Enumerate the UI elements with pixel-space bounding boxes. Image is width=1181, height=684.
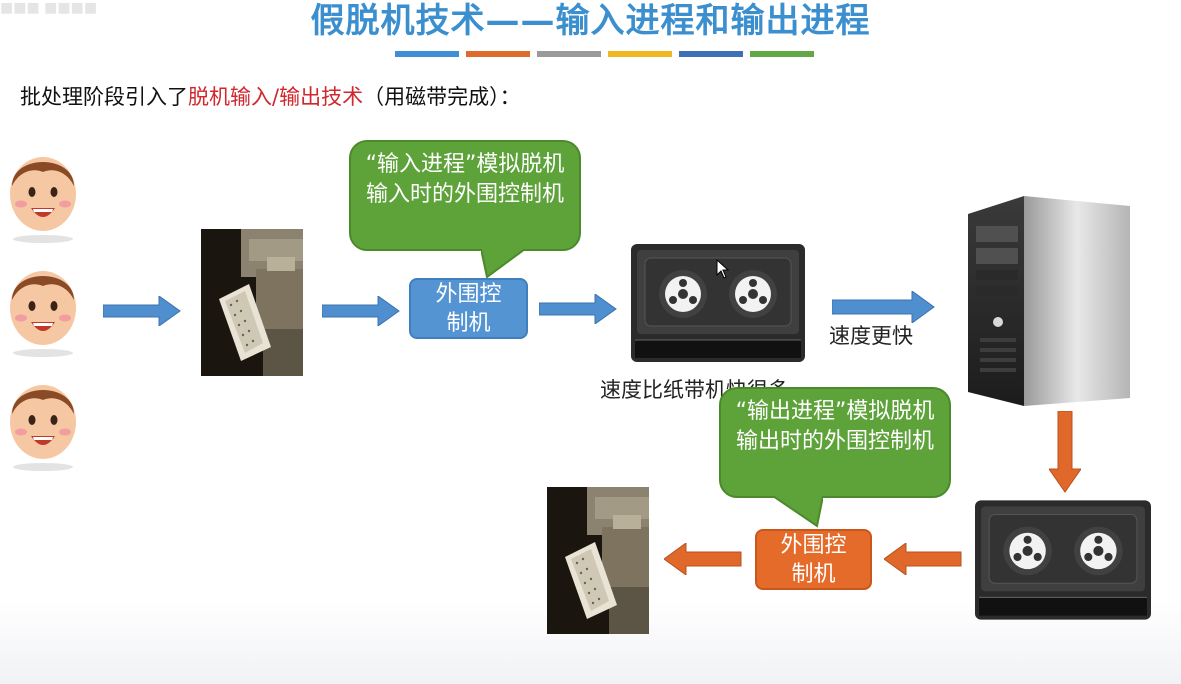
title-divider [395, 51, 815, 57]
mouse-cursor-icon [716, 259, 730, 279]
divider-segment [395, 51, 459, 57]
left-arrow-icon [884, 543, 962, 575]
paper-tape-photo [201, 229, 303, 376]
intro-text: 批处理阶段引入了脱机输入/输出技术（用磁带完成）： [20, 82, 521, 112]
intro-highlight: 脱机输入/输出技术 [188, 85, 363, 109]
down-arrow-icon [1049, 411, 1081, 493]
magnetic-tape-icon [975, 500, 1151, 620]
paper-tape-photo [547, 487, 649, 634]
speed-faster-label: 速度更快 [829, 322, 913, 350]
right-arrow-icon [322, 296, 400, 326]
right-arrow-icon [103, 296, 181, 326]
input-peripheral-controller: 外围控制机 [409, 278, 528, 339]
callout-tail [481, 249, 525, 279]
computer-tower-icon [962, 196, 1134, 408]
user-face-icon [4, 146, 82, 244]
intro-suffix: （用磁带完成）： [363, 85, 521, 109]
input-controller-label: 外围控制机 [428, 280, 510, 338]
left-arrow-icon [664, 543, 742, 575]
input-process-callout: “输入进程”模拟脱机输入时的外围控制机 [349, 140, 581, 251]
divider-segment [679, 51, 743, 57]
divider-segment [537, 51, 601, 57]
output-callout-text: “输出进程”模拟脱机输出时的外围控制机 [736, 399, 935, 454]
divider-segment [608, 51, 672, 57]
callout-tail [773, 496, 823, 528]
right-arrow-icon [539, 294, 617, 324]
divider-segment [466, 51, 530, 57]
intro-prefix: 批处理阶段引入了 [20, 85, 188, 109]
divider-segment [750, 51, 814, 57]
slide-title: 假脱机技术——输入进程和输出进程 [0, 0, 1181, 42]
input-callout-text: “输入进程”模拟脱机输入时的外围控制机 [366, 152, 565, 207]
output-controller-label: 外围控制机 [773, 531, 855, 589]
user-face-icon [4, 374, 82, 472]
user-face-icon [4, 260, 82, 358]
output-process-callout: “输出进程”模拟脱机输出时的外围控制机 [719, 387, 951, 498]
output-peripheral-controller: 外围控制机 [755, 529, 872, 590]
right-arrow-icon [832, 291, 935, 323]
